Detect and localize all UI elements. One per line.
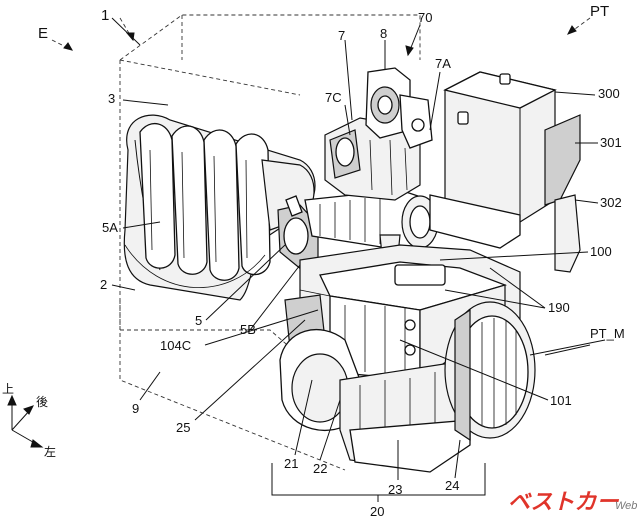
label-190: 190 [548, 300, 570, 315]
label-100: 100 [590, 244, 612, 259]
label-3: 3 [108, 91, 115, 106]
label-1: 1 [101, 7, 109, 24]
axis-up-label: 上 [2, 382, 14, 396]
label-5: 5 [195, 313, 202, 328]
throttle-actuator-assembly [324, 67, 433, 201]
label-5A: 5A [102, 220, 118, 235]
intake-duct [304, 189, 439, 256]
throttle-body-left [277, 195, 319, 271]
label-70: 70 [418, 10, 432, 25]
label-302: 302 [600, 195, 622, 210]
label-7C: 7C [325, 90, 342, 105]
label-24: 24 [445, 478, 459, 493]
label-7: 7 [338, 28, 345, 43]
label-104C: 104C [160, 338, 191, 353]
leader-lines [111, 17, 606, 480]
label-23: 23 [388, 482, 402, 497]
label-9: 9 [132, 401, 139, 416]
flywheel-housing [444, 301, 536, 442]
axis-left-label: 左 [44, 444, 56, 459]
label-20: 20 [370, 504, 384, 519]
label-8: 8 [380, 26, 387, 41]
watermark-brand: ベストカー [508, 490, 619, 515]
reference-labels: 1 E PT 70 7 8 7A 3 7C 300 301 302 5A 100… [38, 3, 625, 519]
axis-back-label: 後 [36, 395, 48, 409]
engine-envelope-dashed-box [119, 14, 421, 471]
battery-box [429, 71, 581, 273]
label-PT-M: PT_M [590, 326, 625, 341]
bestcar-watermark: ベストカー Web [508, 490, 637, 515]
label-21: 21 [284, 456, 298, 471]
label-E: E [38, 25, 48, 42]
intake-manifold [123, 114, 316, 301]
label-7A: 7A [435, 56, 451, 71]
watermark-suffix: Web [615, 500, 637, 512]
direction-arrows [51, 17, 591, 356]
label-5B: 5B [240, 322, 256, 337]
orientation-axes: 上 後 左 [2, 382, 56, 459]
label-22: 22 [313, 461, 327, 476]
label-101: 101 [550, 393, 572, 408]
label-25: 25 [176, 420, 190, 435]
label-2: 2 [100, 277, 107, 292]
label-PT: PT [590, 3, 609, 20]
label-301: 301 [600, 135, 622, 150]
label-300: 300 [598, 86, 620, 101]
lower-housing [279, 329, 471, 473]
